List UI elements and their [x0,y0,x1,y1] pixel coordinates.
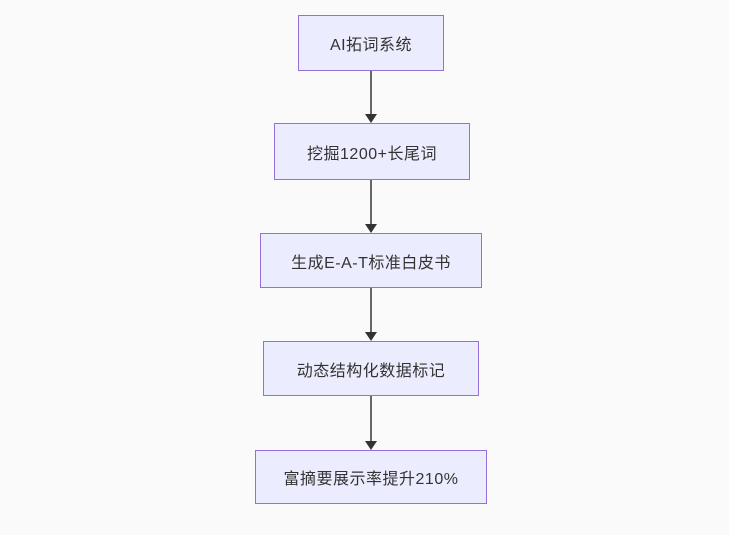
arrow-line [370,396,372,441]
flow-arrow-3 [364,288,378,341]
node-label: AI拓词系统 [329,37,413,54]
arrow-head-icon [365,114,377,123]
flow-node-mine-longtail-keywords: 挖掘1200+长尾词 [274,123,470,180]
flow-node-ai-word-expansion-system: AI拓词系统 [298,15,444,71]
flow-node-rich-snippet-rate-increase: 富摘要展示率提升210% [255,450,487,504]
flow-arrow-4 [364,396,378,450]
flow-arrow-2 [364,180,378,233]
arrow-line [370,288,372,332]
flow-node-generate-eat-whitepaper: 生成E-A-T标准白皮书 [260,233,482,288]
node-label: 动态结构化数据标记 [296,362,446,380]
arrow-line [370,180,372,224]
node-label: 挖掘1200+长尾词 [307,145,437,163]
flow-arrow-1 [364,71,378,123]
node-label: 富摘要展示率提升210% [283,471,459,488]
arrow-head-icon [365,224,377,233]
arrow-head-icon [365,441,377,450]
node-label: 生成E-A-T标准白皮书 [291,254,451,272]
arrow-head-icon [365,332,377,341]
arrow-line [370,71,372,114]
flow-node-dynamic-structured-data-markup: 动态结构化数据标记 [263,341,479,396]
